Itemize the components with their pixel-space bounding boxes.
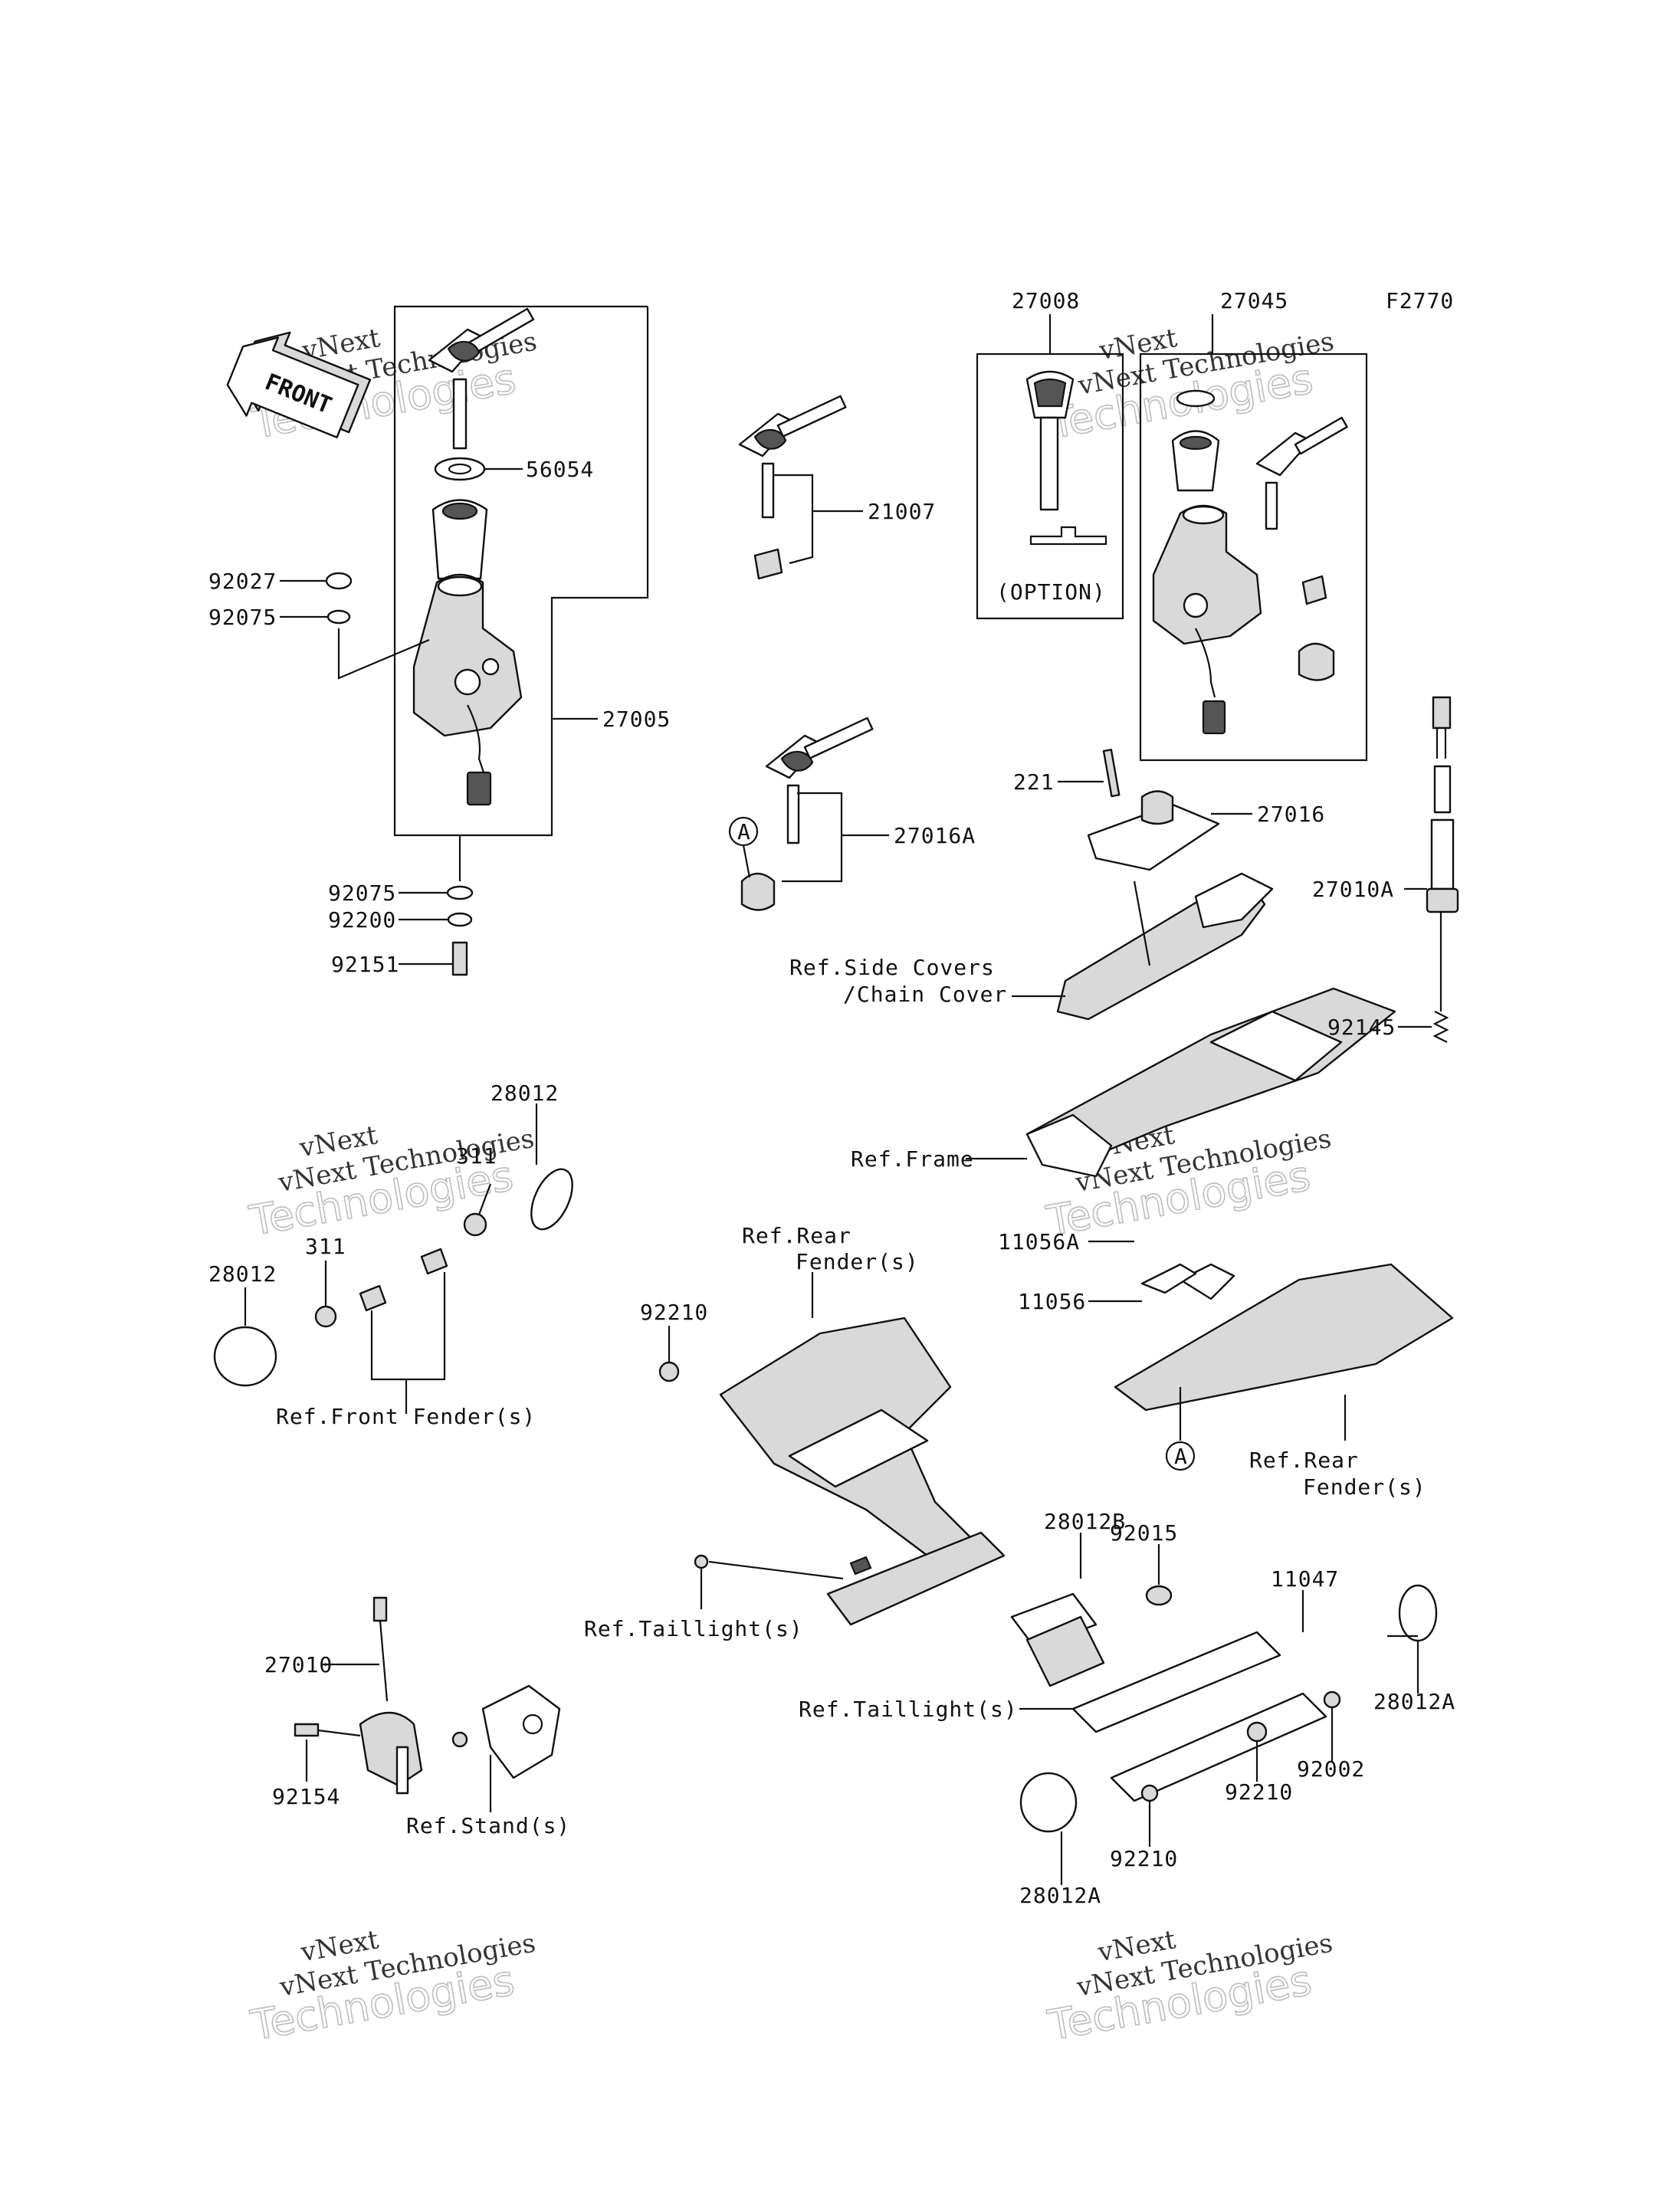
part-label-92151: 92151 bbox=[331, 952, 399, 977]
part-label-27010A: 27010A bbox=[1312, 877, 1394, 902]
part-label-92145: 92145 bbox=[1327, 1015, 1396, 1040]
part-label-28012A-bot: 28012A bbox=[1019, 1883, 1101, 1908]
part-label-11056A: 11056A bbox=[998, 1229, 1080, 1254]
ref-chain-cover: /Chain Cover bbox=[843, 982, 1007, 1007]
part-label-27008: 27008 bbox=[1012, 288, 1080, 313]
switch-connector bbox=[466, 771, 492, 806]
side-cover-bracket bbox=[1012, 872, 1274, 1021]
front-arrow-icon: FRONT bbox=[226, 331, 372, 438]
figure-code: F2770 bbox=[1386, 288, 1454, 313]
lock-assembly-27016 bbox=[1058, 749, 1252, 871]
ref-front-fender: Ref.Front Fender(s) bbox=[276, 1404, 536, 1429]
part-label-28012-top: 28012 bbox=[491, 1080, 559, 1106]
reflector-28012B bbox=[1025, 1533, 1105, 1687]
license-bracket bbox=[658, 1272, 1098, 1649]
bolt-92151 bbox=[451, 941, 468, 976]
part-label-92002: 92002 bbox=[1297, 1756, 1365, 1782]
ref-rear-fender-top-2: Fender(s) bbox=[796, 1249, 919, 1274]
rear-frame bbox=[966, 987, 1396, 1178]
part-label-92210-mid: 92210 bbox=[1225, 1779, 1293, 1805]
key-set-21007 bbox=[738, 395, 863, 580]
kit-box-27045 bbox=[1139, 314, 1368, 762]
part-label-92210-bot: 92210 bbox=[1110, 1846, 1178, 1871]
ignition-switch-group-27005 bbox=[280, 305, 649, 976]
watermark-bottom-left: vNext vNext Technologies Technologies bbox=[247, 1924, 538, 2051]
switch-27010A bbox=[1398, 696, 1459, 1043]
part-label-92200: 92200 bbox=[328, 907, 396, 933]
ref-rear-fender-right: Ref.Rear bbox=[1249, 1448, 1359, 1473]
part-label-27016A: 27016A bbox=[894, 823, 976, 848]
ref-taillight-1: Ref.Taillight(s) bbox=[584, 1616, 803, 1641]
key-icon bbox=[428, 307, 535, 450]
watermark-bottom-right: vNext vNext Technologies Technologies bbox=[1044, 1924, 1335, 2051]
option-label: (OPTION) bbox=[996, 579, 1106, 605]
part-label-11047: 11047 bbox=[1271, 1566, 1339, 1592]
ref-rear-fender-top: Ref.Rear bbox=[742, 1223, 851, 1248]
ref-rear-fender-right-2: Fender(s) bbox=[1303, 1474, 1426, 1500]
part-label-27010: 27010 bbox=[264, 1652, 333, 1677]
part-label-28012A-right: 28012A bbox=[1373, 1689, 1455, 1714]
reflector-front-group bbox=[213, 1103, 573, 1414]
ref-taillight-2: Ref.Taillight(s) bbox=[799, 1697, 1018, 1722]
plate-bracket-11047 bbox=[1019, 1544, 1438, 1885]
part-label-311-top: 311 bbox=[456, 1143, 497, 1169]
part-label-311: 311 bbox=[305, 1234, 346, 1259]
side-stand-switch-27010 bbox=[294, 1596, 561, 1812]
part-label-27005: 27005 bbox=[602, 707, 671, 732]
ref-stand: Ref.Stand(s) bbox=[406, 1813, 570, 1838]
part-label-92210-top: 92210 bbox=[640, 1300, 708, 1325]
nut-92027 bbox=[325, 572, 353, 590]
watermark-top-right: vNext vNext Technologies Technologies bbox=[1045, 323, 1336, 449]
part-label-92027: 92027 bbox=[208, 569, 277, 594]
part-label-92015: 92015 bbox=[1110, 1520, 1178, 1546]
switch-wire bbox=[467, 704, 488, 802]
part-label-21007: 21007 bbox=[868, 499, 936, 524]
part-label-92154: 92154 bbox=[272, 1784, 340, 1809]
part-label-221: 221 bbox=[1013, 769, 1055, 795]
washer-92075 bbox=[326, 609, 351, 625]
ref-frame: Ref.Frame bbox=[851, 1146, 974, 1172]
switch-body bbox=[412, 573, 523, 737]
part-label-11056: 11056 bbox=[1018, 1289, 1086, 1314]
callout-a-label: A bbox=[1174, 1444, 1188, 1469]
washer-92075-lower bbox=[446, 885, 474, 900]
rear-fender-right bbox=[1088, 1240, 1454, 1471]
washer-56054 bbox=[434, 457, 486, 481]
cylinder-cap bbox=[431, 499, 488, 580]
part-label-56054: 56054 bbox=[526, 457, 594, 482]
callout-a-label: A bbox=[737, 819, 751, 844]
part-label-28012-left: 28012 bbox=[208, 1261, 277, 1287]
ref-side-covers: Ref.Side Covers bbox=[789, 955, 995, 980]
option-box-27008 bbox=[976, 314, 1124, 620]
part-label-92075-lower: 92075 bbox=[328, 880, 396, 906]
part-label-27045: 27045 bbox=[1220, 288, 1288, 313]
washer-92200 bbox=[447, 912, 473, 927]
key-set-27016A bbox=[728, 716, 889, 911]
part-label-28012B: 28012B bbox=[1044, 1509, 1126, 1534]
part-label-27016: 27016 bbox=[1257, 802, 1325, 827]
watermark-mid-left: vNext vNext Technologies Technologies bbox=[245, 1120, 536, 1246]
part-label-92075: 92075 bbox=[208, 605, 277, 630]
